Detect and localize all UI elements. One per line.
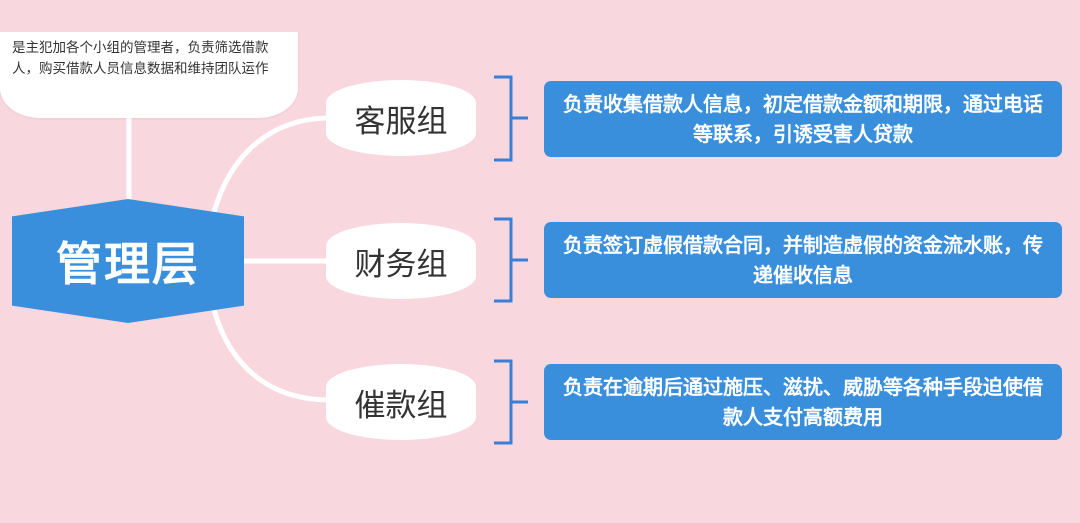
group-node-finance: 财务组 [326, 223, 476, 299]
description-note: 是主犯加各个小组的管理者，负责筛选借款人，购买借款人员信息数据和维持团队运作 [0, 32, 298, 118]
group-node-collection: 催款组 [326, 364, 476, 440]
description-box-collection: 负责在逾期后通过施压、滋扰、威胁等各种手段迫使借款人支付高额费用 [544, 364, 1062, 440]
description-box-customer-service: 负责收集借款人信息，初定借款金额和期限，通过电话等联系，引诱受害人贷款 [544, 81, 1062, 157]
note-text: 是主犯加各个小组的管理者，负责筛选借款人，购买借款人员信息数据和维持团队运作 [12, 40, 269, 77]
root-node-management: 管理层 [12, 199, 244, 323]
bracket-2 [494, 217, 528, 303]
bracket-1 [494, 75, 528, 162]
root-node-label: 管理层 [56, 237, 200, 291]
description-box-finance: 负责签订虚假借款合同，并制造虚假的资金流水账，传递催收信息 [544, 222, 1062, 298]
bracket-3 [494, 359, 528, 445]
connector-top [211, 115, 331, 213]
group-node-customer-service: 客服组 [326, 80, 476, 156]
connector-bottom [211, 309, 331, 403]
